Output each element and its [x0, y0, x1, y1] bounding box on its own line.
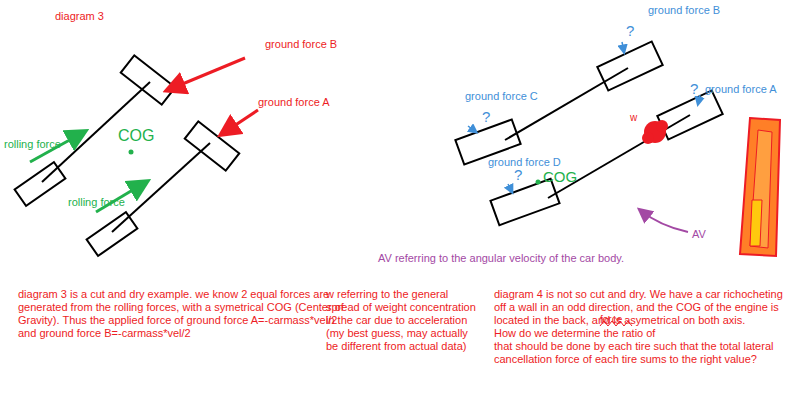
weight-blob [642, 120, 668, 144]
force-arrow [168, 58, 245, 90]
force-label: rolling force [68, 196, 125, 209]
force-label: ground force A [705, 83, 777, 96]
av-label: AV [692, 228, 706, 241]
force-label: ground force B [265, 38, 337, 51]
cog-dot [536, 180, 541, 185]
cog-dot [129, 150, 134, 155]
unknown-force-arrows [468, 42, 700, 192]
cog-label: COG [543, 168, 577, 186]
question-mark: ? [626, 22, 634, 40]
question-mark: ? [482, 108, 490, 126]
note-text: How do we determine the ratio of [494, 327, 655, 340]
force-label: ground force C [465, 90, 538, 103]
diagram-title: diagram 3 [55, 10, 104, 23]
note-text: AV referring to the angular velocity of … [378, 252, 624, 265]
angular-velocity-arrow [640, 210, 688, 232]
weight-label: w [630, 112, 637, 124]
note-text: diagram 3 is a cut and dry example. we k… [18, 288, 348, 340]
note-text: that should be done by each tire such th… [494, 340, 794, 366]
cog-label: COG [118, 126, 154, 145]
wall [740, 118, 780, 256]
car-diagram-4 [455, 42, 722, 226]
car-diagram-3 [15, 55, 240, 256]
note-text: w referring to the general spread of wei… [326, 288, 476, 353]
note-text: diagram 4 is not so cut and dry. We have… [494, 288, 794, 327]
correction-text: force [600, 314, 622, 326]
question-mark: ? [690, 80, 698, 98]
force-label: ground force B [648, 4, 720, 17]
force-arrow [222, 110, 258, 134]
force-label: rolling force [4, 138, 61, 151]
force-label: ground force D [488, 156, 561, 169]
question-mark: ? [514, 166, 522, 184]
force-label: ground force A [258, 96, 330, 109]
